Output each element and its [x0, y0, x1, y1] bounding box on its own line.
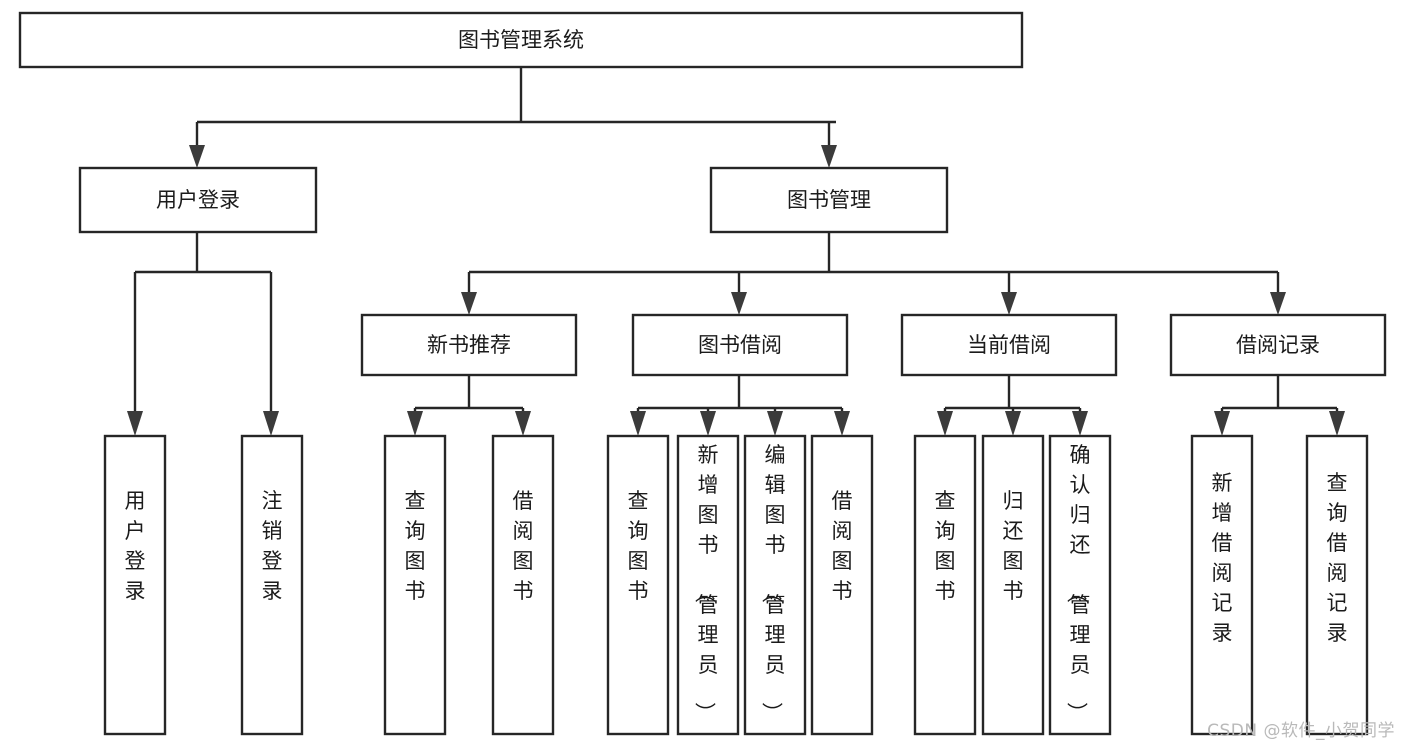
arrowhead-leaf-query-book-2	[630, 411, 646, 436]
node-leaf-user-login[interactable]: 用户登录	[103, 434, 167, 736]
node-book-manage-label: 图书管理	[787, 188, 871, 212]
arrowhead-leaf-edit-book	[767, 411, 783, 436]
node-leaf-borrow-book-1-box[interactable]	[491, 434, 555, 736]
node-leaf-logout-box[interactable]	[240, 434, 304, 736]
node-root[interactable]: 图书管理系统	[18, 11, 1024, 69]
node-leaf-query-record-box[interactable]	[1305, 434, 1369, 736]
node-leaf-add-record[interactable]: 新增借阅记录	[1190, 434, 1254, 736]
node-new-book-rec-box[interactable]	[360, 313, 578, 377]
node-book-borrow[interactable]: 图书借阅	[631, 313, 849, 377]
arrowhead-user-login	[189, 145, 205, 168]
node-leaf-edit-book-label: 编辑图书（管理员）	[760, 443, 786, 723]
arrowhead-leaf-query-book-3	[937, 411, 953, 436]
node-leaf-borrow-book-1-label: 借阅图书	[513, 489, 534, 603]
node-book-manage[interactable]: 图书管理	[709, 166, 949, 234]
node-leaf-query-book-2[interactable]: 查询图书	[606, 434, 670, 736]
arrowhead-book-manage	[821, 145, 837, 168]
arrowhead-leaf-confirm-return	[1072, 411, 1088, 436]
node-book-borrow-label: 图书借阅	[698, 333, 782, 357]
node-book-borrow-box[interactable]	[631, 313, 849, 377]
node-leaf-logout-label: 注销登录	[262, 489, 283, 603]
node-borrow-record[interactable]: 借阅记录	[1169, 313, 1387, 377]
node-borrow-record-label: 借阅记录	[1236, 333, 1320, 357]
node-leaf-add-record-box[interactable]	[1190, 434, 1254, 736]
node-leaf-borrow-book-2-label: 借阅图书	[832, 489, 853, 603]
nodes-layer: 图书管理系统 用户登录 图书管理 新书推荐 图书借阅	[18, 11, 1387, 736]
node-leaf-query-book-1-label: 查询图书	[405, 489, 426, 603]
node-user-login[interactable]: 用户登录	[78, 166, 318, 234]
node-leaf-edit-book[interactable]: 编辑图书（管理员）	[743, 434, 807, 736]
node-leaf-add-book-box[interactable]	[676, 434, 740, 736]
node-leaf-borrow-book-2-box[interactable]	[810, 434, 874, 736]
arrowhead-leaf-add-book	[700, 411, 716, 436]
node-leaf-query-record-label: 查询借阅记录	[1327, 471, 1348, 645]
arrowhead-current	[1001, 292, 1017, 315]
arrowhead-leaf-borrow-book-2	[834, 411, 850, 436]
node-leaf-user-login-box[interactable]	[103, 434, 167, 736]
node-leaf-add-book[interactable]: 新增图书（管理员）	[676, 434, 740, 736]
node-leaf-query-book-3[interactable]: 查询图书	[913, 434, 977, 736]
arrowhead-leaf-add-record	[1214, 411, 1230, 436]
node-leaf-borrow-book-1[interactable]: 借阅图书	[491, 434, 555, 736]
node-book-manage-box[interactable]	[709, 166, 949, 234]
node-leaf-return-book[interactable]: 归还图书	[981, 434, 1045, 736]
node-new-book-rec-label: 新书推荐	[427, 333, 511, 357]
arrowhead-leaf-query-record	[1329, 411, 1345, 436]
node-leaf-add-record-label: 新增借阅记录	[1212, 471, 1233, 645]
node-leaf-logout[interactable]: 注销登录	[240, 434, 304, 736]
arrowhead-borrow	[731, 292, 747, 315]
arrowhead-newbook	[461, 292, 477, 315]
arrowhead-leaf-user-login	[127, 411, 143, 436]
arrowhead-leaf-return-book	[1005, 411, 1021, 436]
node-leaf-query-book-1[interactable]: 查询图书	[383, 434, 447, 736]
edges-layer	[127, 67, 1345, 436]
node-leaf-user-login-label: 用户登录	[125, 489, 146, 603]
node-leaf-return-book-box[interactable]	[981, 434, 1045, 736]
arrowhead-record	[1270, 292, 1286, 315]
node-leaf-query-book-1-box[interactable]	[383, 434, 447, 736]
node-leaf-query-book-3-label: 查询图书	[935, 489, 956, 603]
node-leaf-query-book-2-label: 查询图书	[628, 489, 649, 603]
node-leaf-query-book-3-box[interactable]	[913, 434, 977, 736]
node-leaf-edit-book-box[interactable]	[743, 434, 807, 736]
node-leaf-confirm-return-box[interactable]	[1048, 434, 1112, 736]
node-leaf-confirm-return[interactable]: 确认归还（管理员）	[1048, 434, 1112, 736]
arrowhead-leaf-borrow-book-1	[515, 411, 531, 436]
node-current-borrow-label: 当前借阅	[967, 333, 1051, 357]
node-leaf-query-book-2-box[interactable]	[606, 434, 670, 736]
node-new-book-rec[interactable]: 新书推荐	[360, 313, 578, 377]
node-root-label: 图书管理系统	[458, 28, 584, 52]
node-user-login-label: 用户登录	[156, 188, 240, 212]
arrowhead-leaf-logout	[263, 411, 279, 436]
node-leaf-confirm-return-label: 确认归还（管理员）	[1065, 443, 1091, 723]
node-current-borrow[interactable]: 当前借阅	[900, 313, 1118, 377]
node-leaf-query-record[interactable]: 查询借阅记录	[1305, 434, 1369, 736]
node-user-login-box[interactable]	[78, 166, 318, 234]
node-current-borrow-box[interactable]	[900, 313, 1118, 377]
node-leaf-return-book-label: 归还图书	[1003, 489, 1024, 603]
node-leaf-borrow-book-2[interactable]: 借阅图书	[810, 434, 874, 736]
node-root-box[interactable]	[18, 11, 1024, 69]
node-leaf-add-book-label: 新增图书（管理员）	[693, 443, 719, 723]
arrowhead-leaf-query-book-1	[407, 411, 423, 436]
node-borrow-record-box[interactable]	[1169, 313, 1387, 377]
